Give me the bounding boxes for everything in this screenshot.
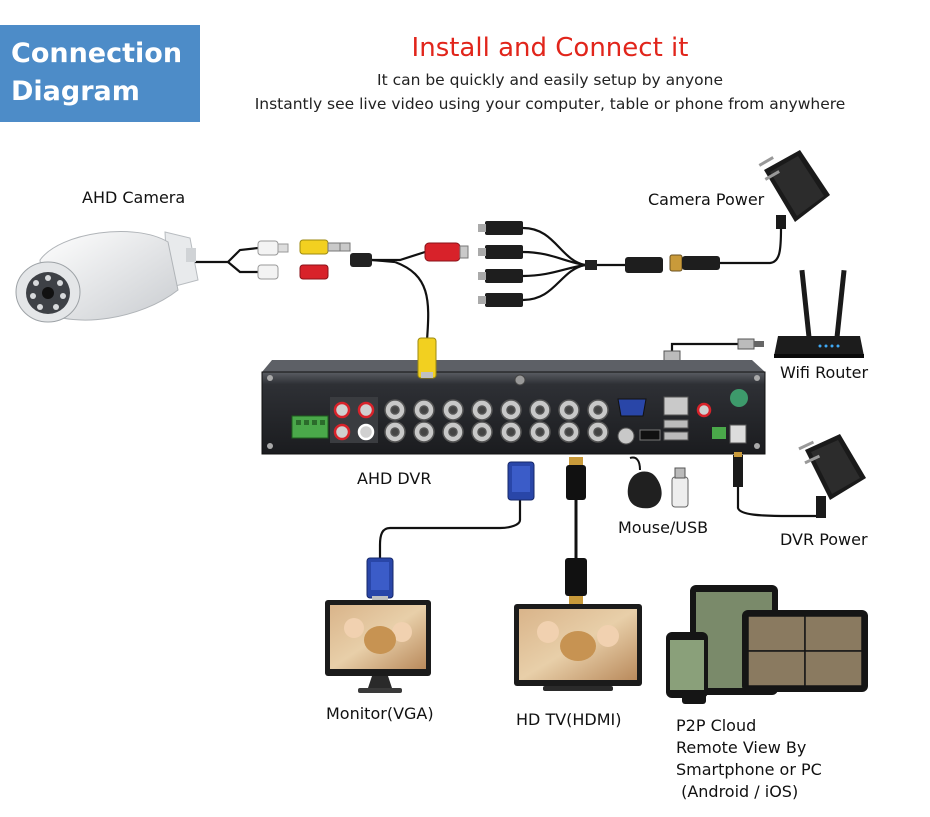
wifi-router-image: [663, 269, 864, 364]
label-dvr-power: DVR Power: [780, 530, 868, 549]
hdtv-image: [514, 604, 642, 691]
hdmi-connector-bottom: [565, 558, 587, 604]
mouse-usb-image: [627, 456, 689, 509]
ahd-dvr-image: [261, 360, 766, 487]
label-mouse-usb: Mouse/USB: [618, 518, 709, 537]
vga-connector-top: [507, 461, 535, 501]
page-title: Install and Connect it: [411, 33, 689, 63]
label-camera-power: Camera Power: [648, 190, 765, 209]
vga-connector-bottom: [366, 557, 394, 602]
label-monitor-vga: Monitor(VGA): [326, 704, 434, 723]
label-p2p-cloud: P2P Cloud Remote View By Smartphone or P…: [676, 715, 822, 803]
badge-line-2: Diagram: [11, 76, 140, 107]
label-ahd-camera: AHD Camera: [82, 188, 186, 207]
cables: [192, 226, 816, 560]
connection-diagram-badge: Connection Diagram: [0, 25, 200, 122]
label-hd-tv-hdmi: HD TV(HDMI): [516, 710, 622, 729]
ahd-camera-image: [15, 231, 199, 323]
bnc-ports: [384, 399, 609, 443]
monitor-image: [325, 600, 431, 693]
bnc-yellow-connector: [417, 337, 437, 379]
p2p-line-2: Remote View By: [676, 738, 807, 757]
p2p-line-3: Smartphone or PC: [676, 760, 822, 779]
badge-line-1: Connection: [11, 38, 183, 69]
subtitle-line-1: It can be quickly and easily setup by an…: [377, 71, 723, 89]
p2p-devices-image: [666, 585, 868, 704]
power-splitter-image: [478, 221, 720, 307]
label-wifi-router: Wifi Router: [780, 363, 869, 382]
subtitle-line-2: Instantly see live video using your comp…: [254, 95, 846, 113]
camera-power-adapter-image: [758, 150, 830, 229]
dvr-power-adapter-image: [798, 434, 866, 518]
label-ahd-dvr: AHD DVR: [357, 469, 432, 488]
hdmi-connector-top: [566, 457, 586, 500]
p2p-line-4: (Android / iOS): [676, 782, 799, 801]
rca-connectors: [257, 239, 469, 280]
p2p-line-1: P2P Cloud: [676, 716, 757, 735]
